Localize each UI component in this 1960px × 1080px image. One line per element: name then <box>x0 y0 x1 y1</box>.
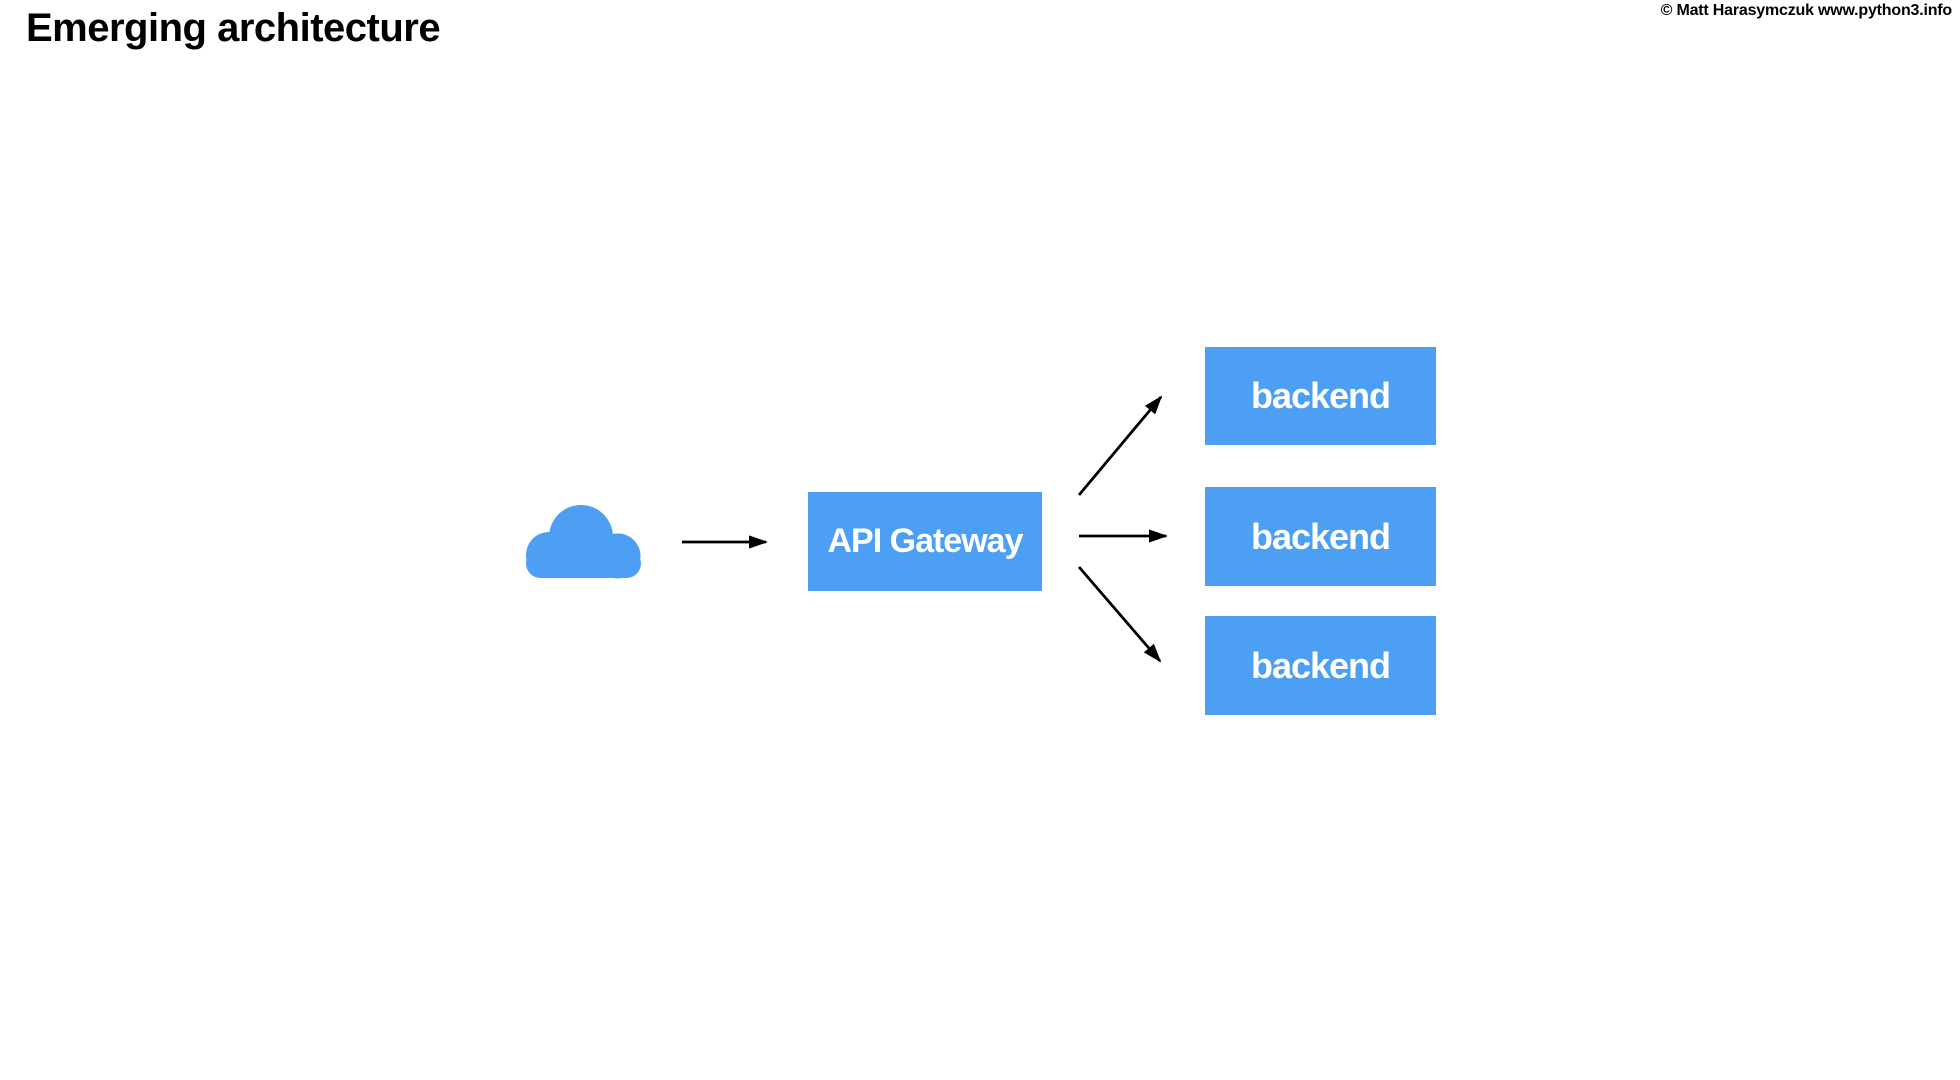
edge-gateway-to-backend-3 <box>1077 566 1162 663</box>
copyright-text: © Matt Harasymczuk www.python3.info <box>1660 2 1953 19</box>
node-backend-2: backend <box>1205 487 1436 586</box>
node-api-gateway: API Gateway <box>808 492 1042 591</box>
cloud-icon <box>526 505 641 579</box>
edge-gateway-to-backend-1 <box>1077 395 1163 496</box>
node-backend-1: backend <box>1205 347 1436 445</box>
node-backend-3: backend <box>1205 616 1436 715</box>
page-title: Emerging architecture <box>26 6 441 50</box>
